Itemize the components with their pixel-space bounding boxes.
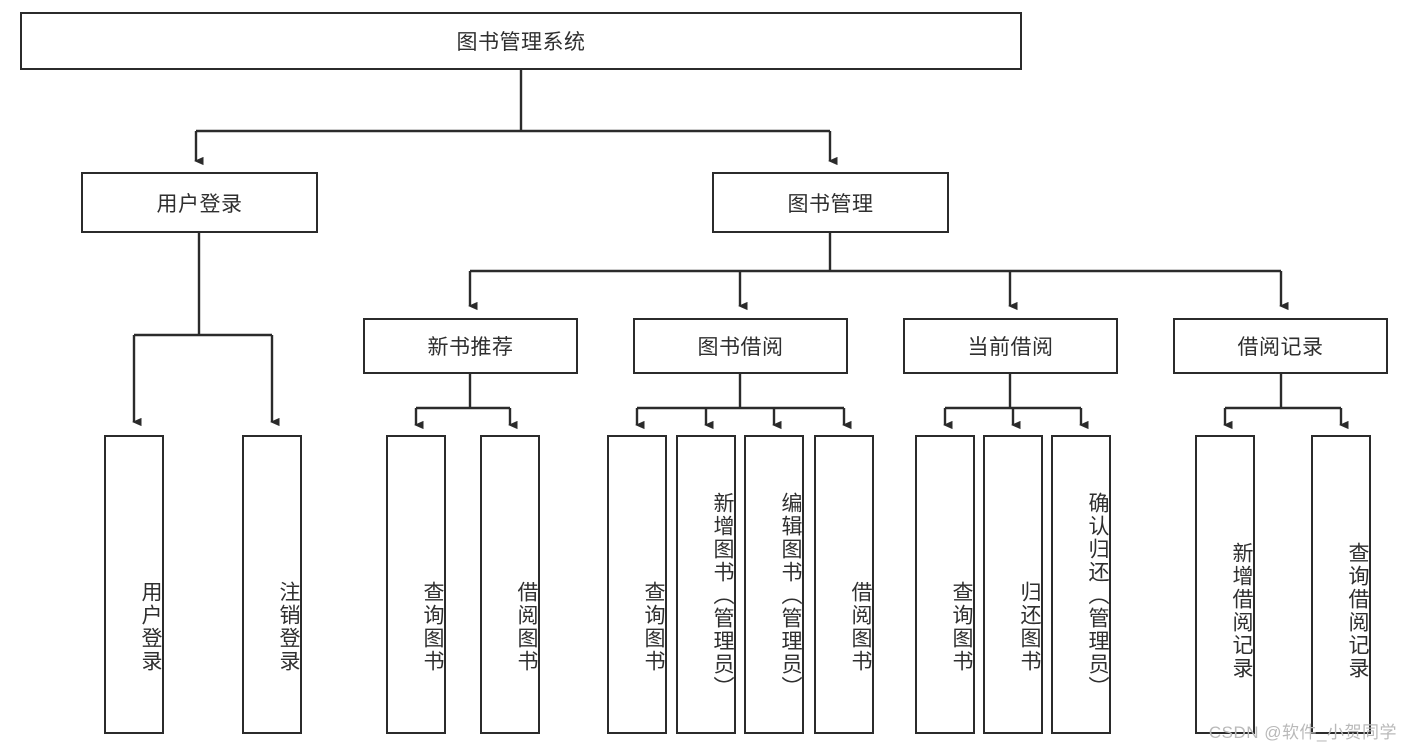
leaf-record-query-record[interactable]: 查询借阅记录	[1311, 435, 1371, 734]
node-current-borrow[interactable]: 当前借阅	[903, 318, 1118, 374]
leaf-user-login-logout[interactable]: 注销登录	[242, 435, 302, 734]
node-root-title[interactable]: 图书管理系统	[20, 12, 1022, 70]
node-book-management[interactable]: 图书管理	[712, 172, 949, 233]
leaf-borrow-add-book-admin[interactable]: 新增图书（管理员）	[676, 435, 736, 734]
leaf-current-confirm-return-admin[interactable]: 确认归还（管理员）	[1051, 435, 1111, 734]
node-book-borrow[interactable]: 图书借阅	[633, 318, 848, 374]
leaf-current-return-book[interactable]: 归还图书	[983, 435, 1043, 734]
node-new-book-recommend[interactable]: 新书推荐	[363, 318, 578, 374]
leaf-recommend-query-book[interactable]: 查询图书	[386, 435, 446, 734]
leaf-record-add-record[interactable]: 新增借阅记录	[1195, 435, 1255, 734]
leaf-recommend-borrow-book[interactable]: 借阅图书	[480, 435, 540, 734]
watermark-text: CSDN @软件_小贺同学	[1208, 723, 1397, 742]
leaf-borrow-edit-book-admin[interactable]: 编辑图书（管理员）	[744, 435, 804, 734]
leaf-user-login-login[interactable]: 用户登录	[104, 435, 164, 734]
leaf-current-query-book[interactable]: 查询图书	[915, 435, 975, 734]
node-borrow-record[interactable]: 借阅记录	[1173, 318, 1388, 374]
node-user-login[interactable]: 用户登录	[81, 172, 318, 233]
leaf-borrow-borrow-book[interactable]: 借阅图书	[814, 435, 874, 734]
leaf-borrow-query-book[interactable]: 查询图书	[607, 435, 667, 734]
